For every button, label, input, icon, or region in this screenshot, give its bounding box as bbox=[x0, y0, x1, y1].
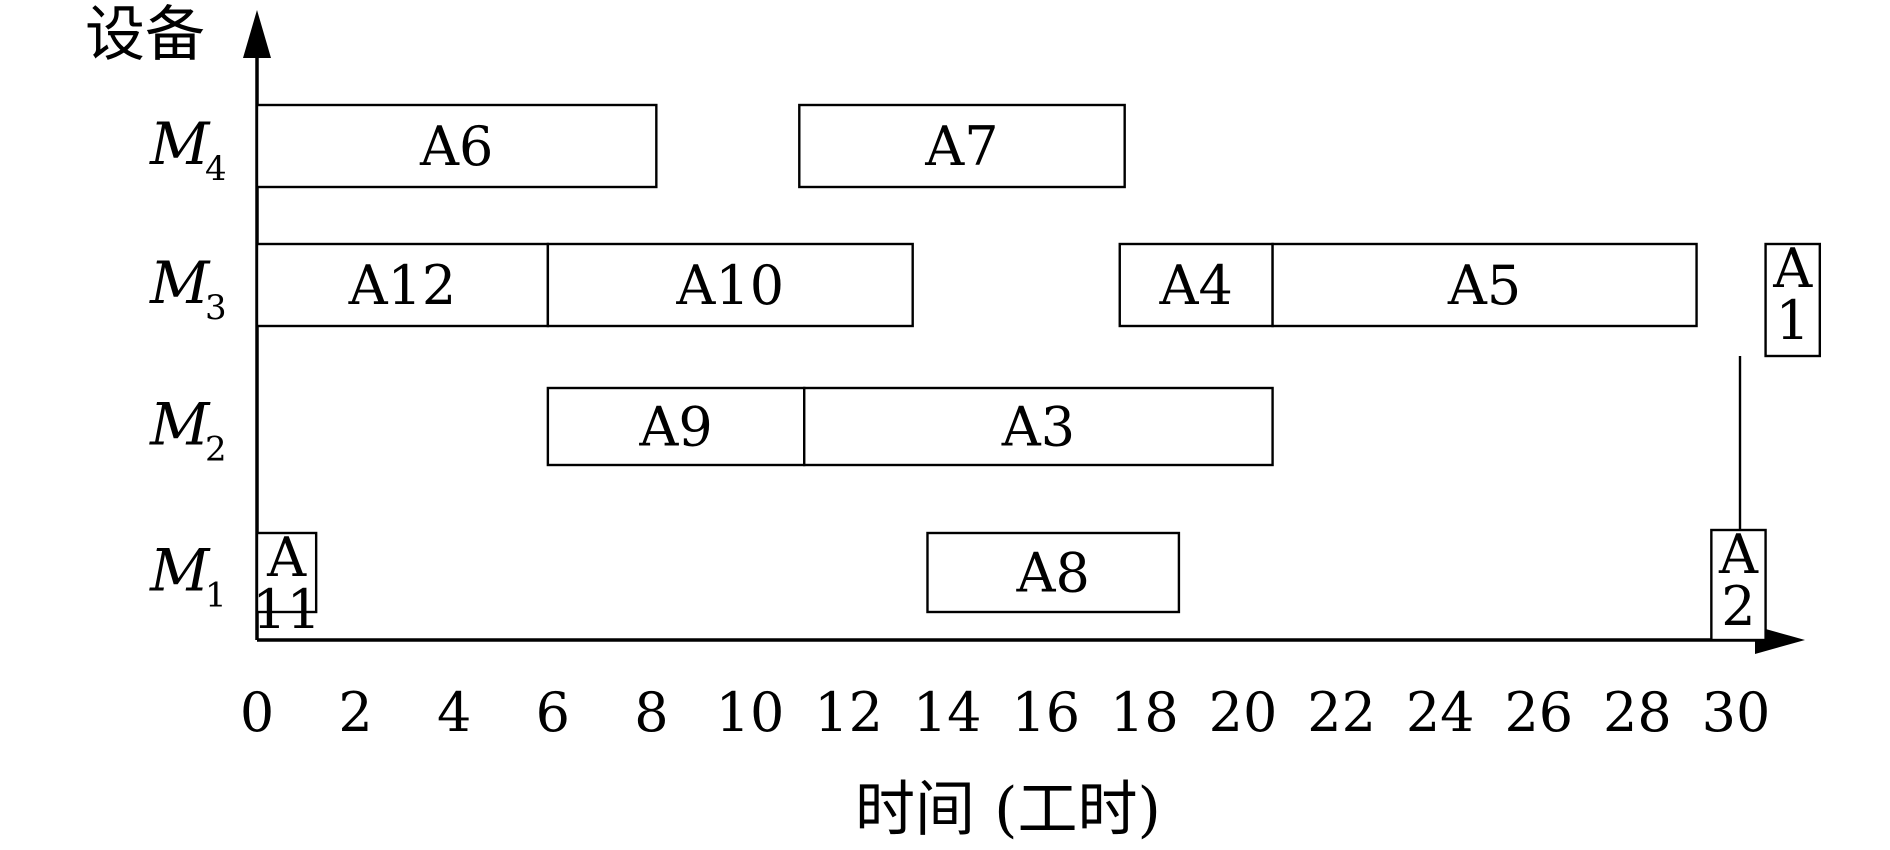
x-tick-label: 6 bbox=[536, 681, 570, 744]
machine-label-subscript: 1 bbox=[205, 576, 227, 616]
machine-label: M bbox=[149, 537, 211, 605]
x-tick-label: 10 bbox=[716, 681, 785, 744]
x-tick-label: 26 bbox=[1504, 681, 1573, 744]
machine-label: M bbox=[149, 249, 211, 317]
task-label: A8 bbox=[1016, 542, 1090, 605]
task-label-part: 2 bbox=[1721, 575, 1755, 638]
x-axis-arrow bbox=[1755, 626, 1805, 654]
x-tick-label: 28 bbox=[1603, 681, 1672, 744]
task-label: A4 bbox=[1158, 254, 1232, 317]
task-bar-a2 bbox=[1710, 528, 1767, 642]
task-bar-a5 bbox=[1271, 242, 1698, 328]
x-tick-label: 12 bbox=[814, 681, 883, 744]
task-label-part: A bbox=[1718, 523, 1759, 586]
task-label-part: 1 bbox=[1776, 289, 1810, 352]
task-bar-a3 bbox=[803, 386, 1274, 467]
machine-label-subscript: 3 bbox=[205, 288, 227, 328]
x-tick-label: 0 bbox=[240, 681, 274, 744]
task-label: A5 bbox=[1447, 254, 1521, 317]
task-label-part: 11 bbox=[252, 578, 321, 641]
task-bar-a7 bbox=[798, 103, 1126, 189]
machine-label: M bbox=[149, 391, 211, 459]
task-bar-a6 bbox=[255, 103, 658, 189]
task-label: A7 bbox=[924, 115, 998, 178]
machine-label-subscript: 2 bbox=[205, 430, 227, 470]
task-label: A9 bbox=[638, 396, 712, 459]
task-bar-a12 bbox=[255, 242, 550, 328]
y-axis-title: 设备 bbox=[85, 0, 205, 70]
task-label: A3 bbox=[1001, 396, 1075, 459]
x-tick-label: 14 bbox=[913, 681, 982, 744]
x-axis-title: 时间 (工时) bbox=[855, 775, 1161, 845]
x-tick-label: 16 bbox=[1011, 681, 1080, 744]
task-label-part: A bbox=[1772, 237, 1813, 300]
machine-label-subscript: 4 bbox=[205, 149, 227, 189]
x-tick-label: 30 bbox=[1702, 681, 1771, 744]
task-bar-a1 bbox=[1764, 242, 1822, 358]
x-tick-label: 22 bbox=[1307, 681, 1376, 744]
x-tick-label: 24 bbox=[1406, 681, 1475, 744]
task-bar-a8 bbox=[926, 531, 1181, 614]
task-label: A12 bbox=[348, 254, 457, 317]
machine-label: M bbox=[149, 110, 211, 178]
x-tick-label: 8 bbox=[634, 681, 668, 744]
y-axis-arrow bbox=[243, 10, 271, 58]
task-bar-a10 bbox=[546, 242, 914, 328]
task-label-part: A bbox=[266, 526, 307, 589]
task-label: A6 bbox=[419, 115, 493, 178]
task-bar-a11 bbox=[255, 531, 318, 614]
x-tick-label: 2 bbox=[338, 681, 372, 744]
x-tick-label: 20 bbox=[1209, 681, 1278, 744]
x-tick-label: 18 bbox=[1110, 681, 1179, 744]
task-label: A10 bbox=[675, 254, 784, 317]
x-tick-label: 4 bbox=[437, 681, 471, 744]
